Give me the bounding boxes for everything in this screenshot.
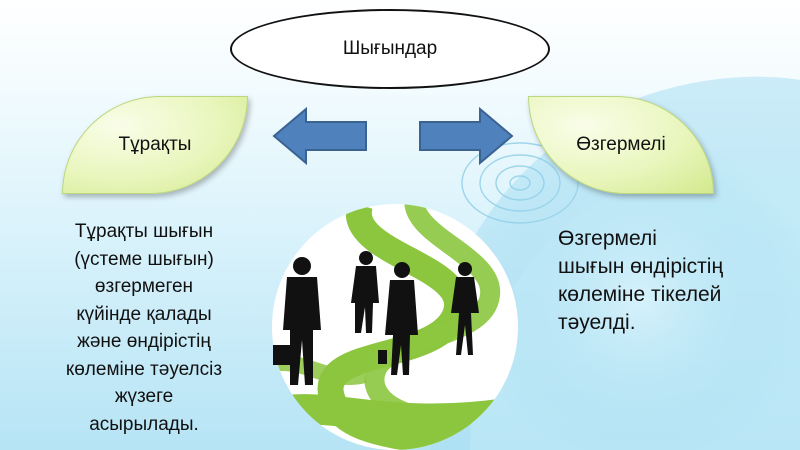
left-description-line: Тұрақты шығын <box>74 221 214 242</box>
business-people-photo <box>272 204 518 450</box>
top-node-oval: Шығындар <box>230 9 550 89</box>
left-description-line: көлеміне тәуелсіз <box>65 358 223 380</box>
right-description-line: тәуелді. <box>558 311 636 334</box>
left-description-line: және өндірістің <box>77 331 211 352</box>
arrow-right-icon <box>419 107 514 165</box>
top-node-label: Шығындар <box>342 38 438 59</box>
left-description-line: (үстеме шығын) <box>74 248 214 270</box>
left-node-label: Тұрақты <box>118 134 192 155</box>
arrow-left-icon <box>272 107 367 165</box>
right-node-label: Өзгермелі <box>576 134 666 155</box>
right-description-line: Өзгермелі <box>558 227 657 250</box>
left-description-line: күйінде қалады <box>76 303 212 325</box>
left-description-line: асырылады. <box>89 413 199 435</box>
right-description-line: шығын өндірістің <box>558 255 724 278</box>
right-description: Өзгермелі шығын өндірістің көлеміне тіке… <box>558 225 783 337</box>
left-description-line: өзгермеген <box>94 276 194 297</box>
right-description-line: көлеміне тікелей <box>558 283 722 306</box>
left-description: Тұрақты шығын (үстеме шығын) өзгермеген … <box>22 218 266 438</box>
left-description-line: жүзеге <box>114 386 174 407</box>
